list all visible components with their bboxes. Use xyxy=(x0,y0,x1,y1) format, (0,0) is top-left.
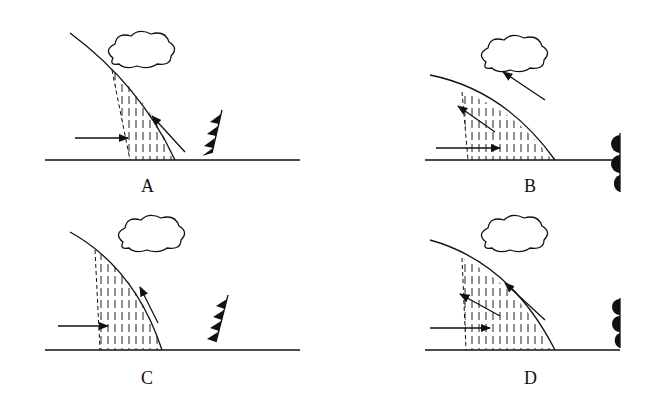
panel-letter: A xyxy=(141,177,154,195)
panel-letter: C xyxy=(141,369,153,387)
panel-letter: B xyxy=(524,177,536,195)
panel-letter: D xyxy=(524,369,537,387)
